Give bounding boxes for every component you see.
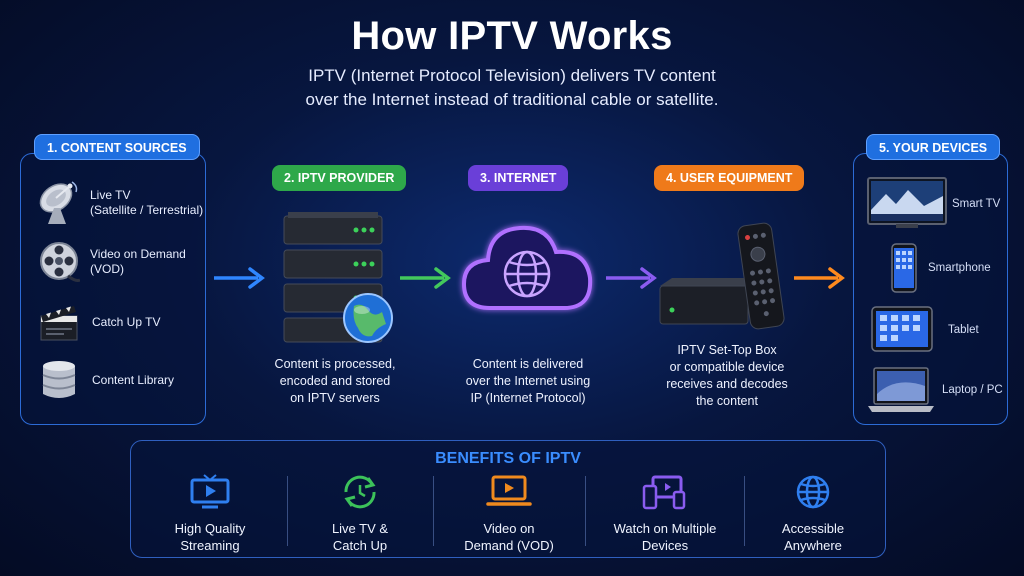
benefit-high-quality-line1: High Quality — [174, 521, 246, 536]
device-tablet-label: Tablet — [948, 324, 979, 336]
benefit-high-quality-line2: Streaming — [180, 538, 240, 553]
source-vod-label: Video on Demand — [90, 247, 186, 261]
device-item-laptop: Laptop / PC — [866, 366, 1003, 414]
globe-icon — [796, 475, 830, 509]
benefit-accessible-line1: Accessible — [781, 521, 845, 536]
set-top-box-icon — [659, 222, 785, 330]
internet-badge: 3. INTERNET — [468, 165, 569, 191]
benefit-vod-line1: Video on — [483, 521, 535, 536]
device-item-smart-tv: Smart TV — [866, 176, 1000, 232]
iptv-provider-label: 2. IPTV PROVIDER — [272, 165, 407, 191]
your-devices-label: 5. YOUR DEVICES — [866, 134, 1001, 160]
benefit-accessible-line2: Anywhere — [784, 538, 842, 553]
user-equipment-label: 4. USER EQUIPMENT — [654, 165, 805, 191]
benefit-vod: Video on Demand (VOD) — [438, 474, 580, 554]
subtitle-line-2: over the Internet instead of traditional… — [305, 90, 719, 109]
source-item-catch-up: Catch Up TV — [38, 300, 160, 344]
user-equipment-description: IPTV Set-Top Box or compatible device re… — [666, 343, 788, 408]
benefit-multiple-devices: Watch on Multiple Devices — [590, 474, 740, 554]
source-item-live-tv: Live TV (Satellite / Terrestrial) — [36, 178, 203, 228]
tv-play-icon — [190, 474, 230, 509]
database-icon — [42, 361, 76, 398]
laptop-icon — [868, 367, 934, 412]
benefit-multiple-devices-line2: Devices — [641, 538, 689, 553]
device-item-tablet: Tablet — [870, 305, 979, 355]
benefit-accessible: Accessible Anywhere — [748, 474, 878, 554]
content-sources-label: 1. CONTENT SOURCES — [34, 134, 200, 160]
source-live-tv-label: Live TV — [90, 188, 131, 202]
refresh-clock-icon — [344, 475, 376, 509]
benefit-vod-line2: Demand (VOD) — [464, 538, 554, 553]
tablet-icon — [871, 306, 933, 352]
subtitle-line-1: IPTV (Internet Protocol Television) deli… — [308, 66, 716, 85]
benefit-divider — [744, 476, 745, 546]
remote-control-icon — [737, 222, 785, 330]
benefits-title: BENEFITS OF IPTV — [435, 450, 581, 467]
flow-arrow-4 — [794, 267, 845, 289]
smartphone-icon — [891, 243, 917, 293]
benefit-high-quality: High Quality Streaming — [140, 474, 280, 554]
flow-arrow-2 — [400, 267, 451, 289]
cloud-icon — [461, 225, 593, 310]
globe-icon — [503, 250, 551, 298]
laptop-play-icon — [486, 475, 532, 506]
device-laptop-label: Laptop / PC — [942, 384, 1003, 396]
page-title: How IPTV Works — [351, 14, 673, 58]
flow-arrow-1 — [214, 267, 265, 289]
source-item-library: Content Library — [38, 358, 174, 402]
smart-tv-icon — [867, 177, 947, 228]
clapperboard-icon — [40, 306, 78, 341]
source-catch-up-label: Catch Up TV — [92, 314, 161, 329]
benefit-divider — [585, 476, 586, 546]
satellite-dish-icon — [39, 181, 78, 224]
iptv-provider-description: Content is processed, encoded and stored… — [274, 357, 396, 405]
internet-label: 3. INTERNET — [468, 165, 569, 191]
globe-badge-icon — [343, 293, 393, 343]
benefit-multiple-devices-line1: Watch on Multiple — [613, 521, 717, 536]
device-smartphone-label: Smartphone — [928, 262, 991, 274]
your-devices-badge: 5. YOUR DEVICES — [866, 134, 1001, 160]
source-vod-sublabel: (VOD) — [90, 262, 124, 276]
device-smart-tv-label: Smart TV — [952, 198, 1001, 210]
content-sources-badge: 1. CONTENT SOURCES — [34, 134, 200, 160]
iptv-provider-badge: 2. IPTV PROVIDER — [272, 165, 407, 191]
user-equipment-badge: 4. USER EQUIPMENT — [654, 165, 805, 191]
source-item-vod: Video on Demand (VOD) — [38, 240, 186, 284]
benefit-divider — [287, 476, 288, 546]
flow-arrow-3 — [606, 267, 657, 289]
benefit-live-tv: Live TV & Catch Up — [290, 474, 430, 554]
device-item-smartphone: Smartphone — [886, 242, 991, 294]
benefit-live-tv-line2: Catch Up — [332, 538, 388, 553]
film-reel-icon — [40, 242, 80, 282]
internet-description: Content is delivered over the Internet u… — [465, 357, 591, 405]
multi-device-icon — [642, 475, 686, 510]
benefit-divider — [433, 476, 434, 546]
benefit-live-tv-line1: Live TV & — [331, 521, 389, 536]
source-library-label: Content Library — [92, 372, 175, 387]
source-live-tv-sublabel: (Satellite / Terrestrial) — [90, 203, 204, 217]
server-rack-icon — [283, 212, 393, 343]
